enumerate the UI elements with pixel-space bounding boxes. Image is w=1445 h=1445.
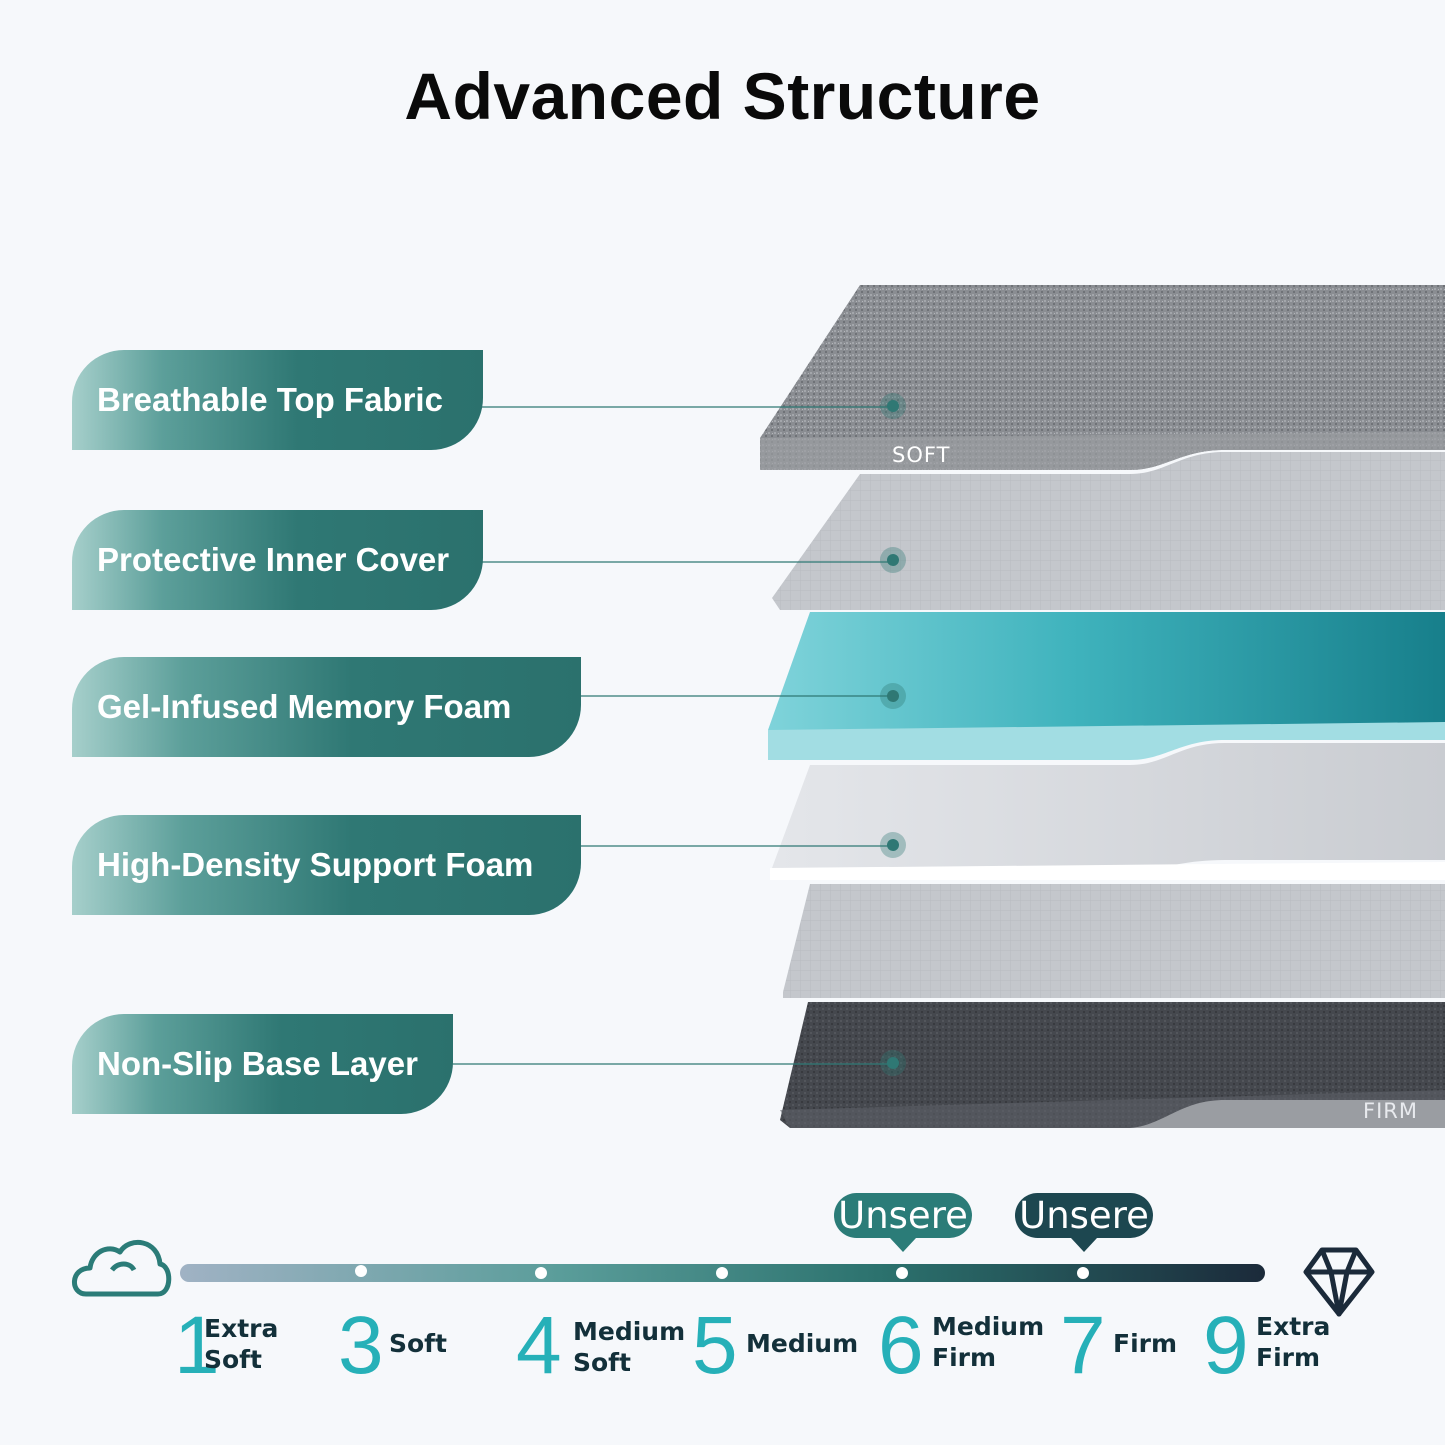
layer-grid bbox=[783, 884, 1445, 998]
layer-support-foam bbox=[770, 743, 1445, 880]
level-label: Extra Soft bbox=[204, 1313, 278, 1376]
level-label-line2: Soft bbox=[573, 1348, 632, 1378]
level-label-line1: Extra bbox=[204, 1314, 279, 1343]
level-label: Medium Firm bbox=[932, 1311, 1044, 1374]
diamond-icon bbox=[1303, 1247, 1375, 1317]
level-label-line1: Firm bbox=[1113, 1329, 1178, 1358]
level-label-line1: Soft bbox=[389, 1329, 448, 1358]
layer-label-support-foam: High-Density Support Foam bbox=[72, 815, 581, 915]
layer-base bbox=[780, 1002, 1445, 1128]
level-label: Soft bbox=[389, 1328, 447, 1359]
level-label-line1: Medium bbox=[573, 1317, 686, 1346]
level-number: 9 bbox=[1203, 1300, 1249, 1391]
cloud-icon bbox=[72, 1240, 172, 1297]
level-label-line2: Soft bbox=[204, 1345, 263, 1375]
level-label: Firm bbox=[1113, 1328, 1177, 1359]
level-label-line1: Medium bbox=[932, 1312, 1045, 1341]
layer-label-base: Non-Slip Base Layer bbox=[72, 1014, 453, 1114]
badge-text: Unsere bbox=[838, 1194, 968, 1237]
page-title: Advanced Structure bbox=[404, 59, 1041, 133]
level-number: 5 bbox=[692, 1300, 738, 1391]
connector-dots bbox=[880, 393, 906, 1076]
level-number: 7 bbox=[1060, 1300, 1106, 1391]
level-label: Medium Soft bbox=[573, 1316, 685, 1379]
level-label-line1: Medium bbox=[746, 1329, 859, 1358]
layer-inner-cover bbox=[772, 452, 1445, 610]
level-label-line2: Firm bbox=[932, 1343, 997, 1373]
connector-lines bbox=[452, 406, 893, 1065]
layer-label-gel-foam: Gel-Infused Memory Foam bbox=[72, 657, 581, 757]
level-number: 3 bbox=[338, 1300, 384, 1391]
firm-tag: FIRM bbox=[1363, 1099, 1418, 1123]
badge-recommended-6: Unsere bbox=[834, 1193, 972, 1252]
layer-top-fabric bbox=[760, 285, 1445, 470]
firmness-ticks bbox=[355, 1265, 1089, 1279]
badge-text: Unsere bbox=[1019, 1194, 1149, 1237]
badge-recommended-7: Unsere bbox=[1015, 1193, 1153, 1252]
layer-label-inner-cover: Protective Inner Cover bbox=[72, 510, 483, 610]
level-number: 4 bbox=[516, 1300, 562, 1391]
level-label: Medium bbox=[746, 1328, 858, 1359]
level-label: Extra Firm bbox=[1256, 1311, 1330, 1374]
level-number: 1 bbox=[174, 1300, 220, 1391]
soft-tag: SOFT bbox=[892, 443, 951, 467]
layer-gel-foam bbox=[768, 612, 1445, 760]
level-number: 6 bbox=[878, 1300, 924, 1391]
level-label-line1: Extra bbox=[1256, 1312, 1331, 1341]
layer-label-top-fabric: Breathable Top Fabric bbox=[72, 350, 483, 450]
level-label-line2: Firm bbox=[1256, 1343, 1321, 1373]
firmness-scale bbox=[72, 1240, 1375, 1317]
